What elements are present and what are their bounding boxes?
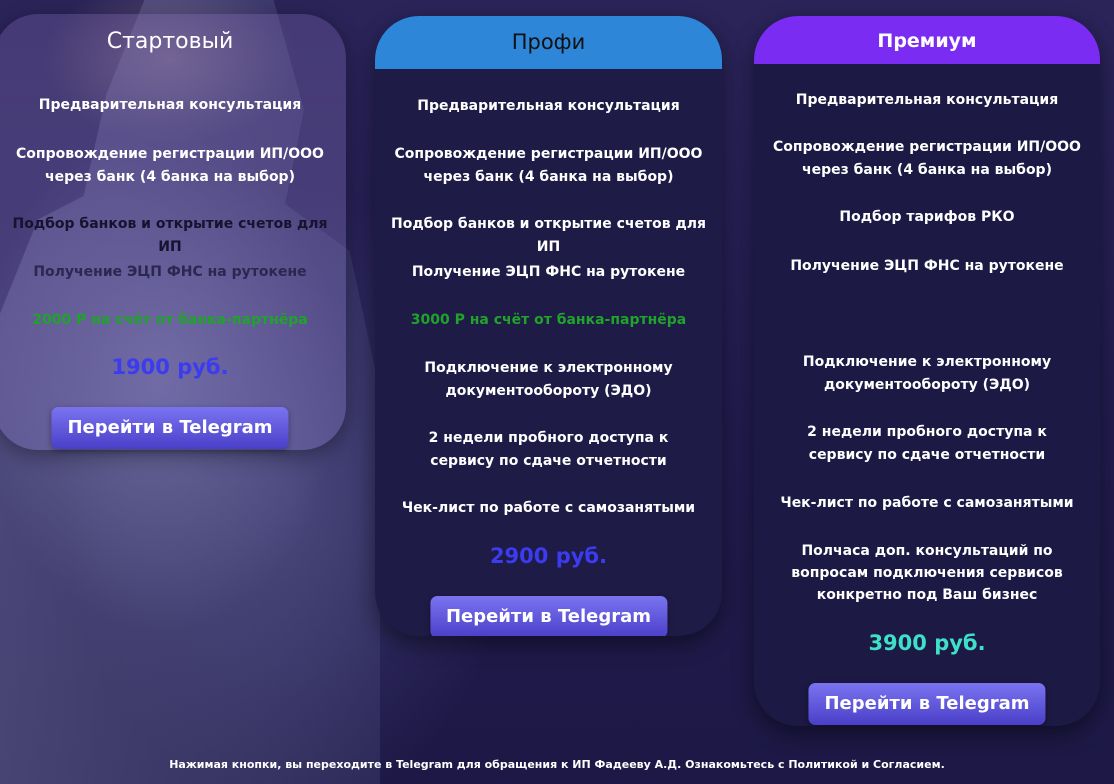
telegram-button[interactable]: Перейти в Telegram bbox=[429, 596, 668, 636]
plan-feature: 2 недели пробного доступа к сервису по с… bbox=[428, 430, 669, 469]
plan-feature: Полчаса доп. консультаций по вопросам по… bbox=[791, 543, 1063, 603]
plan-feature: Подбор банков и открытие счетов для ИП bbox=[391, 216, 706, 255]
plan-feature: Сопровождение регистрации ИП/ООО через б… bbox=[773, 139, 1081, 178]
telegram-button[interactable]: Перейти в Telegram bbox=[808, 683, 1046, 725]
plan-card-premium: Премиум Предварительная консультация Соп… bbox=[754, 16, 1100, 726]
plan-bonus: 3000 Р на счёт от банка-партнёра bbox=[410, 312, 687, 328]
telegram-button[interactable]: Перейти в Telegram bbox=[51, 407, 289, 449]
plan-feature: Предварительная консультация bbox=[795, 92, 1059, 108]
plan-feature: Подбор банков и открытие счетов для ИП bbox=[12, 216, 328, 255]
plan-title: Премиум bbox=[754, 16, 1100, 64]
plan-feature: Получение ЭЦП ФНС на рутокене bbox=[33, 264, 307, 280]
plan-feature: Чек-лист по работе с самозанятыми bbox=[780, 495, 1074, 511]
plan-feature: Предварительная консультация bbox=[38, 97, 302, 113]
plan-feature: Подбор тарифов РКО bbox=[839, 209, 1015, 225]
plan-feature: Чек-лист по работе с самозанятыми bbox=[401, 500, 696, 516]
plan-feature: Подключение к электронному документообор… bbox=[424, 360, 673, 399]
plan-card-start: Стартовый Предварительная консультация С… bbox=[0, 14, 346, 450]
plan-feature: Получение ЭЦП ФНС на рутокене bbox=[790, 258, 1064, 274]
plan-title: Профи bbox=[375, 16, 722, 69]
plan-price: 3900 руб. bbox=[868, 631, 986, 655]
plan-feature: Сопровождение регистрации ИП/ООО через б… bbox=[16, 146, 324, 185]
plan-feature: Подключение к электронному документообор… bbox=[802, 354, 1052, 393]
plan-title: Стартовый bbox=[106, 29, 234, 54]
plan-price: 2900 руб. bbox=[489, 544, 608, 568]
plan-feature: Сопровождение регистрации ИП/ООО через б… bbox=[394, 146, 703, 185]
plan-price: 1900 руб. bbox=[111, 355, 229, 379]
footer-note: Нажимая кнопки, вы переходите в Telegram… bbox=[169, 758, 945, 771]
plan-bonus: 2000 Р на счёт от банка-партнёра bbox=[32, 312, 308, 328]
plan-feature: 2 недели пробного доступа к сервису по с… bbox=[807, 424, 1047, 463]
plan-feature: Получение ЭЦП ФНС на рутокене bbox=[411, 264, 686, 280]
plan-feature: Предварительная консультация bbox=[417, 98, 680, 114]
plan-card-pro: Профи Предварительная консультация Сопро… bbox=[375, 16, 722, 636]
